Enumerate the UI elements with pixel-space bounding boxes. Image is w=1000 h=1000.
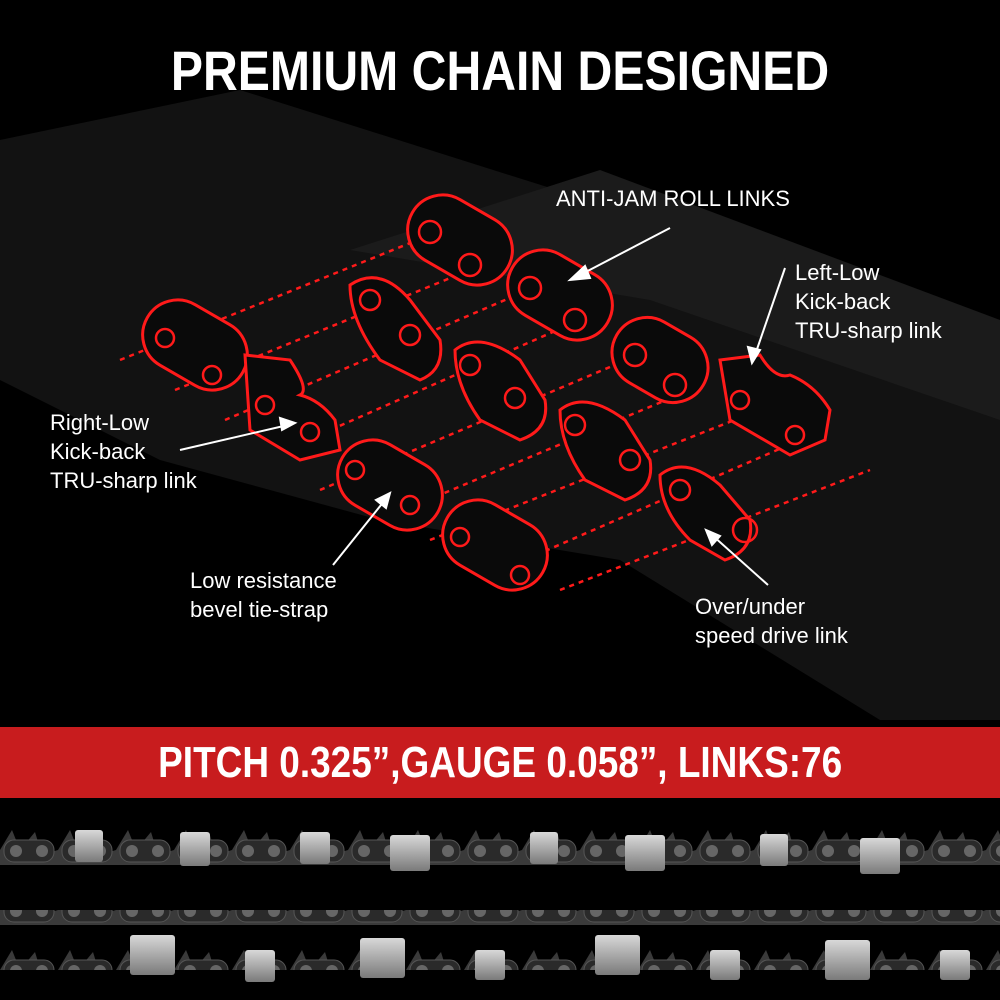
specs-text: PITCH 0.325”,GAUGE 0.058”, LINKS:76 (158, 737, 842, 787)
callout-anti-jam-roll-links: ANTI-JAM ROLL LINKS (556, 186, 790, 211)
callout-left-low-kickback: Left-Low Kick-back TRU-sharp link (795, 260, 942, 343)
callout-bevel-tie-strap: Low resistance bevel tie-strap (190, 568, 337, 622)
callout-speed-drive-link: Over/under speed drive link (695, 594, 848, 648)
exploded-chain-diagram (0, 90, 1000, 720)
callout-right-low-kickback: Right-Low Kick-back TRU-sharp link (50, 410, 197, 493)
chain-photo-strip (0, 820, 1000, 982)
page-title: PREMIUM CHAIN DESIGNED (170, 39, 830, 102)
link-outline (141, 298, 249, 392)
specs-banner: PITCH 0.325”,GAUGE 0.058”, LINKS:76 (0, 727, 1000, 798)
